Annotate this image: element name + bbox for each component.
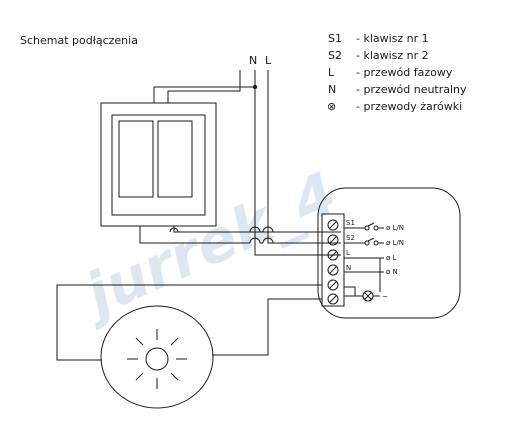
supply-label-n: N <box>249 54 257 67</box>
supply-label-l: L <box>265 54 272 67</box>
output-label-1: ø L/N <box>386 224 404 232</box>
switch-key-2 <box>157 120 193 198</box>
watermark: jurrek_4 <box>69 159 347 332</box>
terminal-block <box>321 213 345 307</box>
switch-frame <box>100 102 217 227</box>
wire-lamp-right <box>212 298 322 356</box>
switch-key-1 <box>118 120 154 198</box>
terminal-screws <box>327 219 339 305</box>
diagram-title: Schemat podłączenia <box>20 34 138 47</box>
wire-switch-top-left <box>167 70 241 103</box>
wire-lamp-left <box>56 284 322 361</box>
screw-6 <box>327 293 339 305</box>
lamp-housing <box>100 305 214 409</box>
output-label-2: ø L/N <box>386 239 404 247</box>
wire-hop-3 <box>249 237 261 244</box>
legend-desc-s2: - klawisz nr 2 <box>356 49 429 62</box>
legend-key-bulb: ⊗ <box>327 100 336 113</box>
terminal-label-l: L <box>346 249 350 257</box>
wall-switch <box>100 102 217 227</box>
lamp-output-label: ~ <box>382 293 388 301</box>
switch-inner-frame <box>111 114 206 216</box>
wire-hop-4 <box>262 237 274 244</box>
relay-housing <box>317 187 461 319</box>
relay-internal-wiring: ø L/N ø L/N ø L ø N ~ <box>344 222 404 302</box>
legend-key-s1: S1 <box>328 32 342 45</box>
relay-module: S1 S2 L N ø L/N ø L/N ø L ø N ~ <box>317 187 461 319</box>
screw-4 <box>327 264 339 276</box>
wire-s2 <box>139 226 250 244</box>
terminal-label-s1: S1 <box>346 219 355 227</box>
terminal-label-n: N <box>346 264 351 272</box>
lamp-wires <box>56 284 322 361</box>
terminal-label-s2: S2 <box>346 234 355 242</box>
legend-key-n: N <box>328 83 336 96</box>
wire-hop-2 <box>262 226 274 233</box>
wire-neutral <box>254 70 341 256</box>
output-label-4: ø N <box>386 268 398 276</box>
screw-5 <box>327 279 339 291</box>
wire-switch-to-n <box>153 86 255 103</box>
bulb-icon <box>145 347 169 371</box>
ceiling-lamp <box>100 305 214 409</box>
wire-hop-1 <box>249 226 261 233</box>
screw-2 <box>327 234 339 246</box>
legend-desc-s1: - klawisz nr 1 <box>356 32 429 45</box>
light-rays <box>127 329 187 389</box>
legend-key-l: L <box>328 66 335 79</box>
legend-desc-bulb: - przewody żarówki <box>356 100 462 113</box>
legend: S1 - klawisz nr 1 S2 - klawisz nr 2 L - … <box>327 32 467 113</box>
screw-1 <box>327 219 339 231</box>
junction-dot <box>252 84 258 90</box>
wire-hop-5 <box>169 227 179 233</box>
legend-desc-l: - przewód fazowy <box>356 66 453 79</box>
switch-signal-wires <box>139 226 341 244</box>
legend-desc-n: - przewód neutralny <box>356 83 467 96</box>
screw-3 <box>327 249 339 261</box>
output-label-3: ø L <box>386 254 397 262</box>
legend-key-s2: S2 <box>328 49 342 62</box>
